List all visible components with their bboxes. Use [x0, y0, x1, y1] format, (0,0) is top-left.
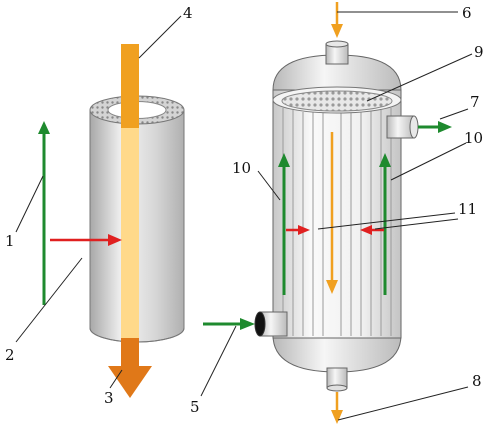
permeation-arrow-module-left — [286, 225, 310, 235]
leader-lines — [15, 11, 473, 421]
permeation-arrow-left — [50, 234, 122, 246]
sweep-arrow-module-left — [278, 153, 290, 295]
tube-sheet — [281, 90, 393, 112]
callout-4: 4 — [183, 4, 193, 22]
sweep-flow-arrow-left — [38, 121, 50, 305]
feed-arrow-top — [331, 2, 343, 38]
callout-5: 5 — [190, 398, 200, 416]
callout-11: 11 — [458, 200, 477, 218]
sweep-inlet-arrow — [203, 318, 255, 330]
sweep-arrow-module-right — [379, 153, 391, 295]
internal-flow-arrow — [326, 132, 338, 294]
callout-9: 9 — [474, 43, 484, 61]
retentate-arrow-bottom — [331, 392, 343, 424]
callout-3: 3 — [104, 389, 114, 407]
callout-8: 8 — [472, 372, 482, 390]
retentate-exit-stem — [121, 338, 139, 368]
callout-10-left: 10 — [232, 159, 251, 177]
callout-1: 1 — [5, 232, 15, 250]
hollow-fiber-tube — [89, 44, 185, 398]
sweep-outlet-arrow — [418, 121, 452, 133]
callout-6: 6 — [462, 4, 472, 22]
callout-2: 2 — [5, 346, 15, 364]
callout-labels: 1 2 3 4 5 6 7 8 9 10 10 11 — [5, 4, 484, 416]
membrane-module — [254, 40, 419, 392]
callout-10-right: 10 — [464, 129, 483, 147]
callout-7: 7 — [470, 93, 480, 111]
permeation-arrow-module-right — [360, 225, 384, 235]
